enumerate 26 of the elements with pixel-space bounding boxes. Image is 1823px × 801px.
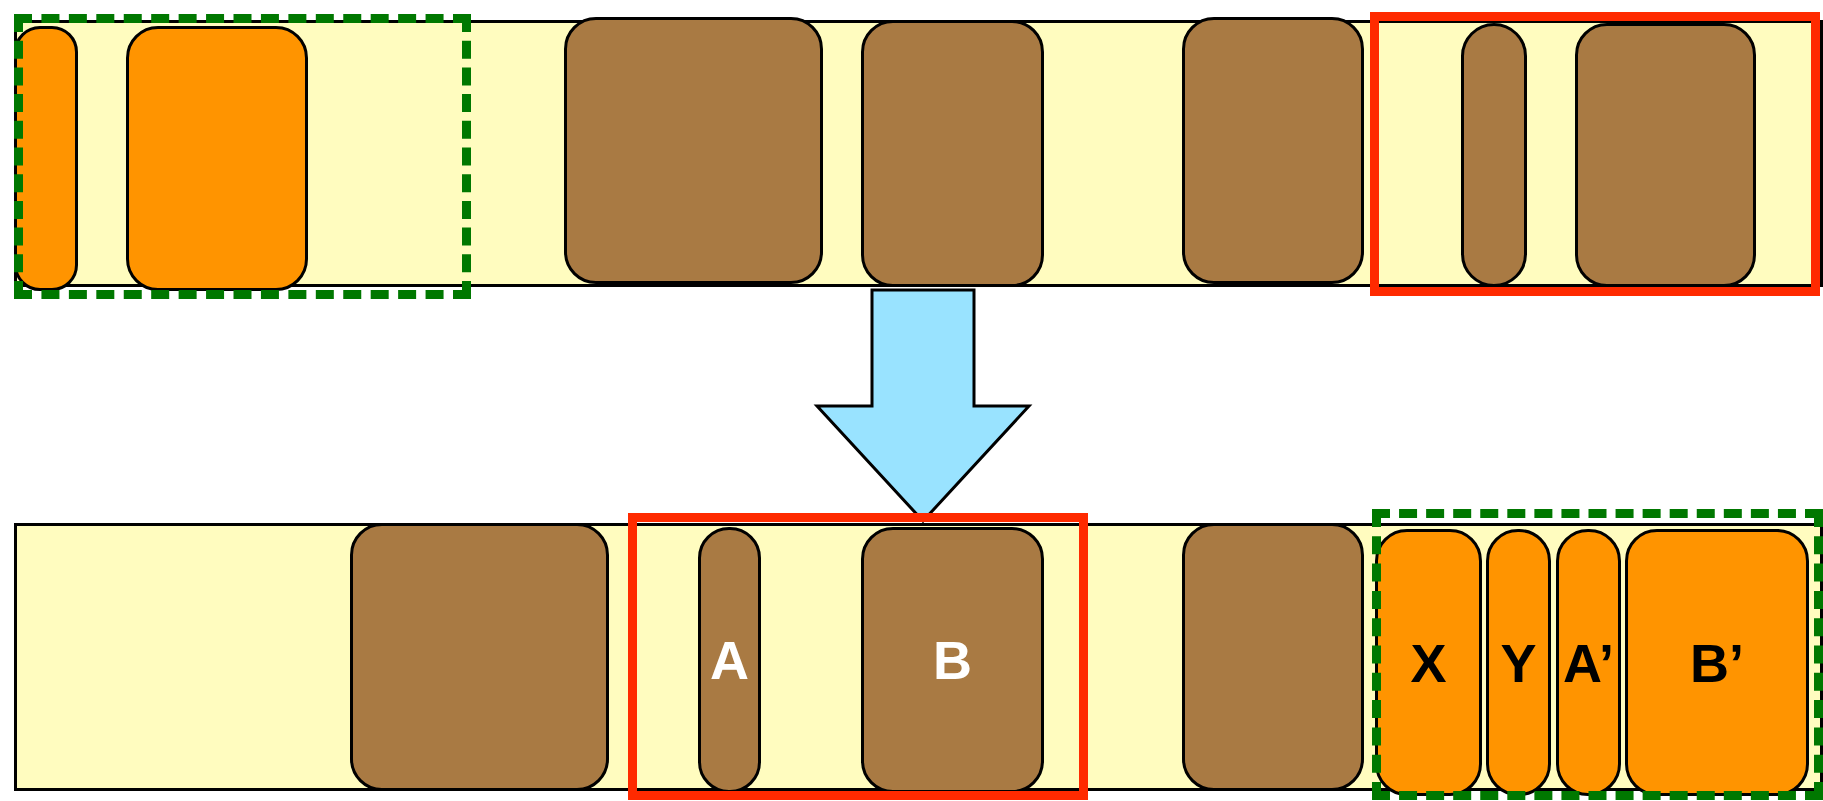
box-label: B — [933, 633, 972, 687]
box-label: B’ — [1690, 635, 1744, 690]
highlight-frame — [1370, 12, 1820, 296]
rounded-box — [564, 17, 823, 284]
rounded-box — [1461, 23, 1527, 287]
rounded-box — [698, 527, 761, 793]
rounded-box — [1182, 523, 1364, 791]
box-label: X — [1410, 635, 1447, 690]
rounded-box — [861, 527, 1044, 793]
dashed-frame — [1372, 509, 1823, 800]
rounded-box — [14, 26, 78, 291]
block-arrow — [813, 288, 1033, 524]
rounded-box — [1375, 529, 1482, 796]
box-label: Y — [1500, 635, 1537, 690]
dashed-frame — [14, 14, 471, 299]
highlight-frame — [628, 513, 1088, 800]
box-label: A’ — [1563, 635, 1614, 690]
box-label: A — [710, 633, 749, 687]
rounded-box — [861, 20, 1044, 287]
rounded-box — [1625, 529, 1809, 796]
rounded-box — [1556, 529, 1621, 796]
rounded-box — [1182, 17, 1364, 284]
rounded-box — [1486, 529, 1551, 796]
rounded-box — [126, 26, 308, 291]
rounded-box — [350, 523, 609, 791]
rounded-box — [1575, 23, 1756, 287]
